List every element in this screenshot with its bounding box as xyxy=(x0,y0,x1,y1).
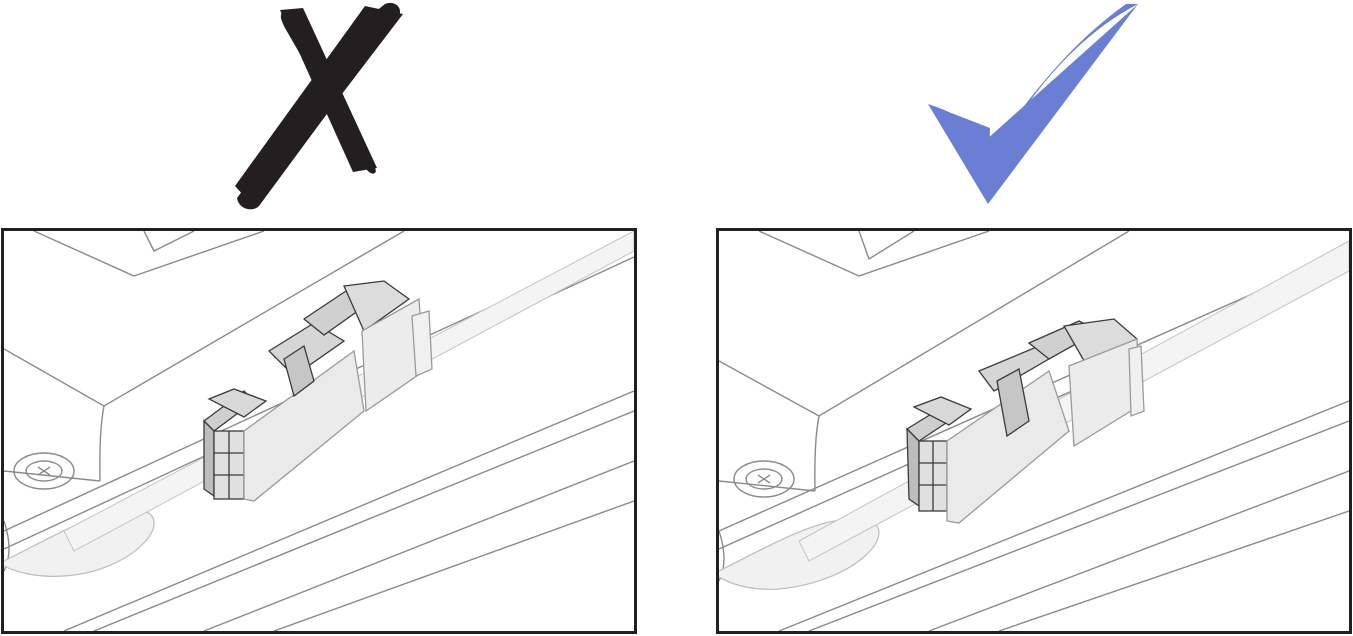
check-mark-icon xyxy=(920,0,1145,210)
cross-mark-icon xyxy=(225,0,410,212)
incorrect-connector-illustration xyxy=(4,231,634,631)
correct-connector-illustration xyxy=(719,231,1349,631)
incorrect-illustration-panel xyxy=(1,228,637,634)
correct-illustration-panel xyxy=(716,228,1352,634)
